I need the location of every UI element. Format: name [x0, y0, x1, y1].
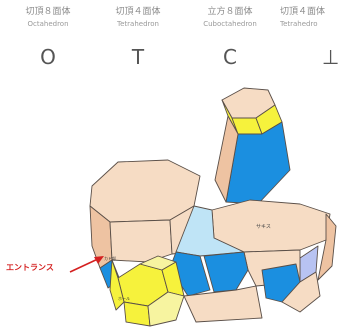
legend-jp-label: 切頂８面体	[25, 7, 71, 17]
legend-letter: T	[131, 45, 145, 69]
legend-item-octahedron: 切頂８面体 Octahedron O	[8, 6, 88, 68]
legend-letter: O	[40, 45, 56, 69]
right-oct-top	[211, 199, 331, 253]
neck-left	[214, 115, 239, 203]
legend-en-label: Octahedron	[27, 20, 69, 28]
entrance-label: エントランス	[6, 263, 54, 272]
yellow-hex-low-right	[147, 291, 185, 327]
entrance-arrow-line	[69, 257, 101, 273]
yellow-hex-low	[123, 301, 151, 327]
legend-en-label: Tetrahedron	[117, 20, 159, 28]
small-label-a: カド部	[104, 255, 116, 261]
legend-jp-label: 切頂４面体	[280, 7, 326, 17]
small-label-b: ホール	[118, 296, 130, 301]
legend-jp-label: 立方８面体	[207, 7, 253, 17]
right-peach-bottom	[281, 271, 321, 313]
center-peach-bottom	[183, 285, 263, 323]
center-blue-right	[203, 251, 249, 293]
legend-item-cuboctahedron: 立方８面体 Cuboctahedron C	[190, 6, 270, 68]
legend-en-label: Cuboctahedron	[203, 20, 257, 28]
legend-en-label: Tetrahedro	[280, 20, 318, 28]
yellow-small-left	[109, 259, 125, 311]
left-oct-front-2	[109, 219, 173, 263]
legend-letter: C	[223, 45, 237, 69]
legend-item-tetrahedron-2: 切頂４面体 Tetrahedro ⊥	[280, 6, 360, 68]
legend: 切頂８面体 Octahedron O 切頂４面体 Tetrahedron T 立…	[0, 0, 360, 90]
right-side-end	[317, 213, 337, 281]
entrance-arrow-head	[94, 256, 104, 264]
legend-jp-label: 切頂４面体	[115, 7, 161, 17]
legend-letter: ⊥	[322, 45, 340, 69]
legend-item-tetrahedron: 切頂４面体 Tetrahedron T	[98, 6, 178, 68]
top-face-label: サキス	[256, 224, 271, 230]
